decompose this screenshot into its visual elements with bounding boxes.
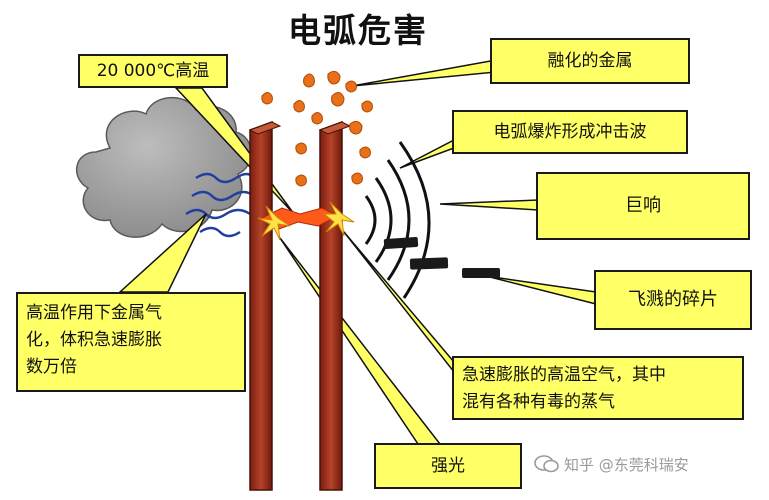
callout-shock-wave: 电弧爆炸形成冲击波: [452, 110, 688, 154]
callout-metal-vapor-line: 高温作用下金属气: [26, 303, 162, 323]
watermark: 知乎 @东莞科瑞安: [564, 456, 689, 474]
callout-loud-noise: 巨响: [536, 172, 750, 240]
flying-debris: [383, 236, 500, 278]
vapor-wave-lines: [185, 172, 255, 238]
callout-metal-vapor-line: 数万倍: [26, 357, 77, 377]
callout-strong-light: 强光: [374, 443, 522, 489]
molten-metal-droplets: [261, 70, 373, 187]
callout-hot-air-line: 混有各种有毒的蒸气: [462, 392, 615, 412]
callout-flying-debris-text: 飞溅的碎片: [628, 289, 718, 310]
right-electrode: [319, 120, 343, 491]
metal-vapor-cloud: [75, 96, 252, 238]
callout-temperature: 20 000℃高温: [78, 54, 228, 88]
callout-strong-light-text: 强光: [431, 456, 465, 476]
left-electrode: [249, 120, 273, 491]
shock-wave-arcs: [364, 141, 431, 299]
callout-temperature-text: 20 000℃高温: [96, 61, 210, 81]
callout-metal-vapor-line: 化，体积急速膨胀: [26, 330, 162, 350]
callout-metal-vapor: 高温作用下金属气 化，体积急速膨胀 数万倍: [16, 292, 246, 392]
callout-shock-wave-text: 电弧爆炸形成冲击波: [493, 122, 647, 142]
page-title: 电弧危害: [288, 11, 428, 50]
callout-molten-metal: 融化的金属: [490, 38, 690, 84]
callout-hot-air: 急速膨胀的高温空气，其中 混有各种有毒的蒸气: [452, 356, 744, 420]
pointer-noise: [439, 199, 539, 211]
left-electrode-top: [248, 121, 282, 135]
arc-flash: [257, 201, 355, 241]
callout-molten-metal-text: 融化的金属: [547, 51, 633, 71]
callout-flying-debris: 飞溅的碎片: [594, 270, 752, 330]
callout-loud-noise-text: 巨响: [625, 195, 661, 216]
pointer-molten: [351, 59, 497, 87]
callout-hot-air-line: 急速膨胀的高温空气，其中: [462, 365, 666, 385]
wechat-icon: [534, 455, 559, 473]
pointer-debris: [485, 275, 597, 305]
